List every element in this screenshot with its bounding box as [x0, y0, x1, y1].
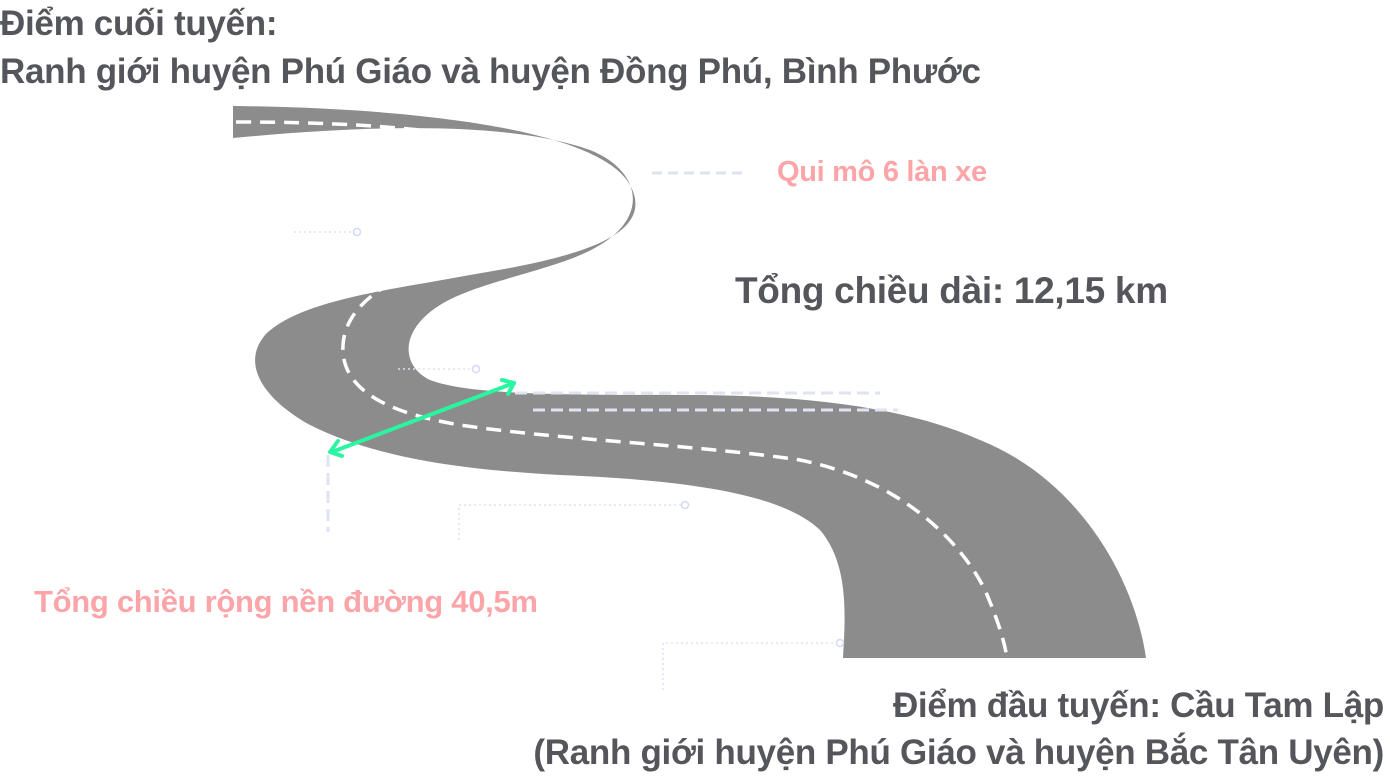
total-width-label: Tổng chiều rộng nền đường 40,5m: [34, 584, 538, 619]
end-point-title: Điểm cuối tuyến:: [0, 4, 278, 43]
start-point-description: (Ranh giới huyện Phú Giáo và huyện Bắc T…: [533, 733, 1384, 772]
road-center-line: [235, 120, 1009, 659]
total-length-label: Tổng chiều dài: 12,15 km: [735, 270, 1168, 311]
start-point-title: Điểm đầu tuyến: Cầu Tam Lập: [892, 686, 1384, 725]
lanes-label: Qui mô 6 làn xe: [777, 156, 987, 188]
connector-end-circles: [352, 227, 845, 648]
width-double-arrow-icon: [328, 378, 516, 458]
dotted-connectors: [294, 231, 836, 690]
end-point-description: Ranh giới huyện Phú Giáo và huyện Đồng P…: [0, 52, 981, 91]
road-surface: [233, 106, 1146, 658]
